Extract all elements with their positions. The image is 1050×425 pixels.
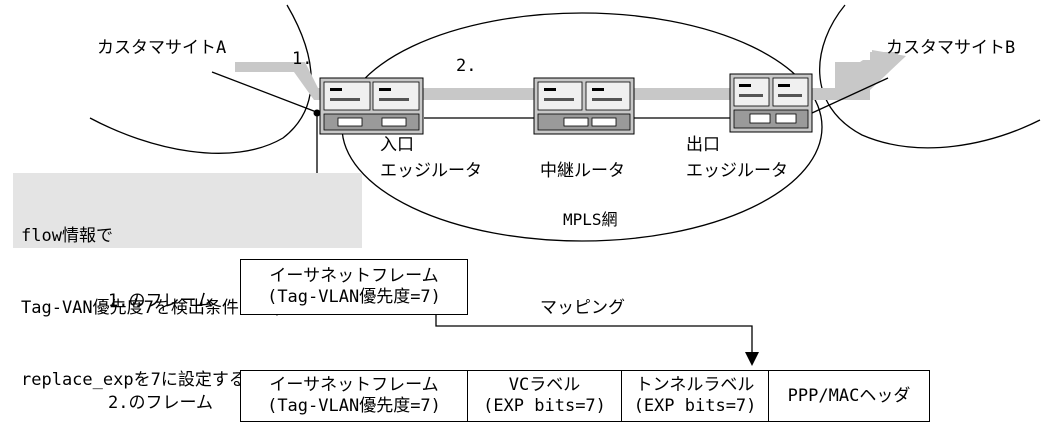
note-line-3: replace_expを7に設定する (21, 370, 246, 390)
egress-router-label-line2: エッジルータ (686, 161, 788, 181)
egress-router-label-line1: 出口 (686, 135, 720, 155)
frame-2-tunnel-label-title: トンネルラベル (635, 375, 755, 395)
frame-2-vc-label-cell: VCラベル (EXP bits=7) (467, 370, 622, 422)
site-b-label: カスタマサイトB (886, 38, 1015, 58)
frame-2-tunnel-label-cell: トンネルラベル (EXP bits=7) (621, 370, 769, 422)
step-2-label: 2. (456, 56, 476, 76)
customer-site-b-boundary (819, 4, 1041, 149)
frame-2-ethernet-title: イーサネットフレーム (269, 375, 439, 395)
ingress-router-label-line1: 入口 (380, 135, 414, 155)
customer-site-a-boundary (89, 4, 312, 154)
mapping-arrow-line (435, 314, 753, 352)
mapping-arrow-head (745, 352, 759, 366)
site-a-link-line (211, 71, 320, 114)
frame-1-ethernet-title: イーサネットフレーム (269, 266, 439, 286)
frame-2-ppp-mac-cell: PPP/MACヘッダ (768, 370, 930, 422)
frame-1-structure: イーサネットフレーム (Tag-VLAN優先度=7) (240, 259, 468, 315)
frame-2-vc-label-title: VCラベル (508, 375, 581, 395)
frame-2-ethernet-cell: イーサネットフレーム (Tag-VLAN優先度=7) (240, 370, 468, 422)
note-line-1: flow情報で (21, 226, 113, 246)
ingress-router-icon (319, 77, 424, 135)
frame-1-ethernet-cell: イーサネットフレーム (Tag-VLAN優先度=7) (240, 259, 468, 315)
transit-router-label: 中継ルータ (540, 161, 625, 181)
transit-router-icon (533, 77, 635, 135)
ingress-router-label-line2: エッジルータ (380, 161, 482, 181)
site-b-link-line (811, 77, 889, 114)
frame-1-ethernet-sub: (Tag-VLAN優先度=7) (267, 287, 441, 307)
flow-config-note: flow情報で Tag-VAN優先度7を検出条件にし, replace_expを… (13, 173, 362, 390)
frame-2-vc-label-sub: (EXP bits=7) (483, 396, 606, 416)
note-line-2: Tag-VAN優先度7を検出条件にし, (21, 298, 284, 318)
frame-2-structure: イーサネットフレーム (Tag-VLAN優先度=7) VCラベル (EXP bi… (240, 370, 930, 422)
step-1-label: 1. (292, 49, 312, 69)
mapping-label: マッピング (540, 298, 625, 318)
mpls-network-label: MPLS網 (563, 210, 618, 229)
frame-2-label: 2.のフレーム (108, 393, 213, 413)
site-a-label: カスタマサイトA (97, 38, 226, 58)
frame-2-tunnel-label-sub: (EXP bits=7) (633, 396, 757, 416)
frame-1-label: 1.のフレーム (108, 291, 213, 311)
frame-2-ppp-mac-title: PPP/MACヘッダ (787, 385, 911, 406)
egress-router-icon (729, 73, 813, 133)
frame-2-ethernet-sub: (Tag-VLAN優先度=7) (267, 396, 441, 416)
